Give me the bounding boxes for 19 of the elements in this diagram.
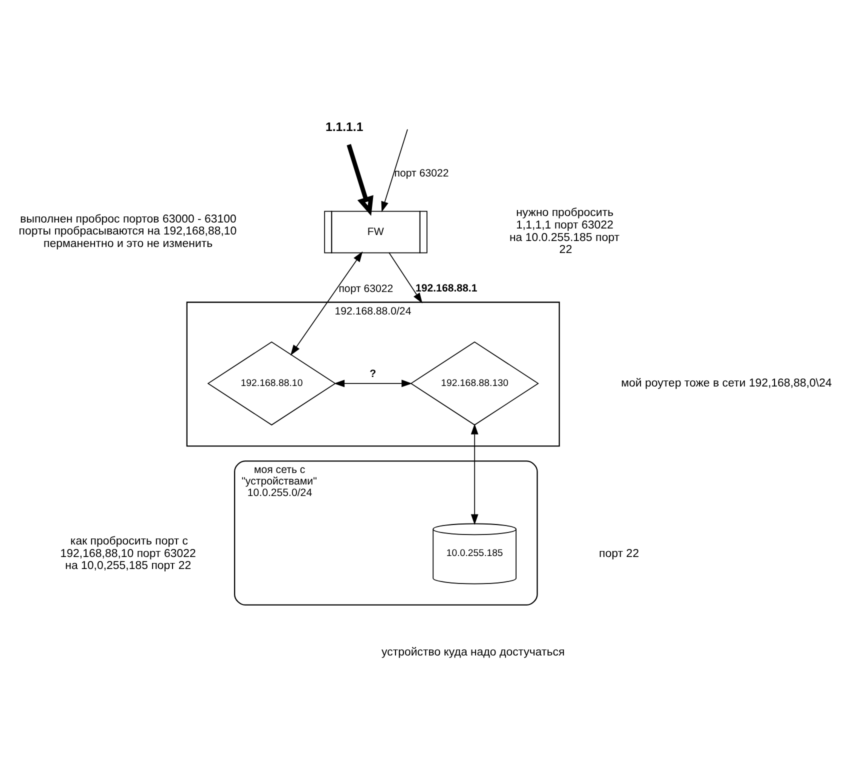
arrow: [334, 380, 412, 388]
arrow: [346, 144, 374, 216]
label: мой роутер тоже в сети 192,168,88,0\24: [621, 377, 832, 390]
label: нужно пробросить 1,1,1,1 порт 63022 на 10.0.255.185 порт 22: [509, 207, 620, 256]
node-diamond: 192.168.88.130: [410, 341, 539, 426]
arrow: [388, 252, 422, 304]
label: выполнен проброс портов 63000 - 63100 порты пробрасываются на 192,168,88,10 перманентно и это не изменить: [18, 213, 237, 250]
arrow: [290, 251, 363, 356]
node-diamond: 192.168.88.10: [207, 341, 336, 426]
label: устройство куда надо достучаться: [382, 646, 565, 659]
arrow: [470, 424, 478, 525]
edge-label: ?: [370, 368, 376, 380]
edge-label: 192.168.88.1: [415, 282, 478, 294]
label: порт 22: [599, 548, 639, 560]
edge-label: порт 63022: [394, 168, 449, 180]
arrow: [381, 128, 408, 212]
label: как пробросить порт с 192,168,88,10 порт 63022 на 10,0,255,185 порт 22: [60, 535, 196, 572]
node-text: 1.1.1.1: [325, 120, 364, 134]
edge-label: порт 63022: [338, 283, 394, 296]
